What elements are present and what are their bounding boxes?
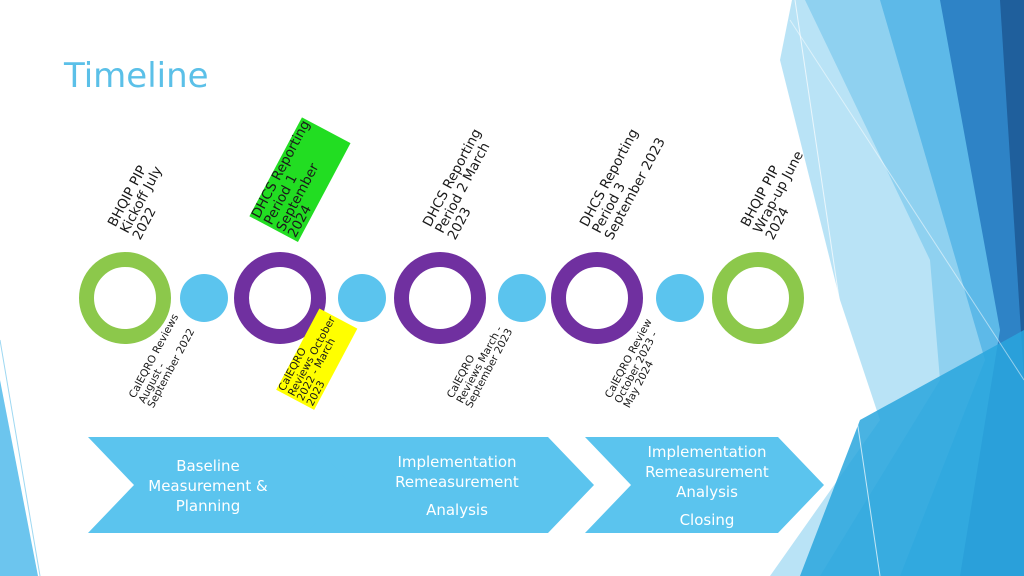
- milestone-dot-2: [180, 274, 228, 322]
- phase-chevron-1: [88, 437, 356, 533]
- phase-chevron-3: [585, 437, 824, 533]
- phase-1-text: Baseline Measurement & Planning: [148, 457, 268, 515]
- milestone-dot-4: [338, 274, 386, 322]
- milestone-dot-6: [498, 274, 546, 322]
- milestone-dot-8: [656, 274, 704, 322]
- slide-title: Timeline: [64, 56, 209, 96]
- phase-chevron-2: [306, 437, 594, 533]
- phase-3-text: Implementation Remeasurement Analysis Cl…: [645, 443, 769, 529]
- phase-2-text: Implementation Remeasurement Analysis: [395, 453, 519, 519]
